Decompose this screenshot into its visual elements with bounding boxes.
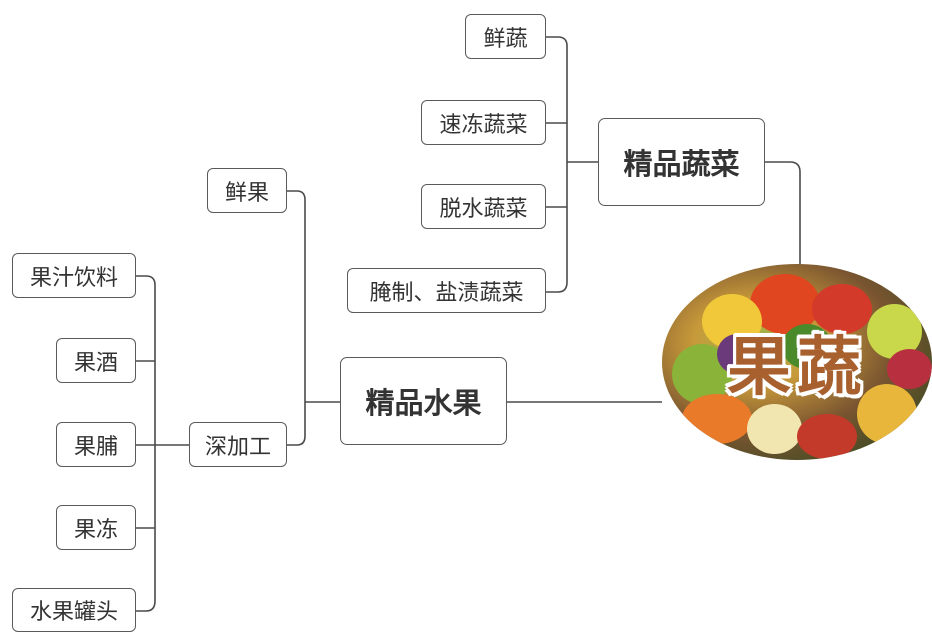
connector-vegetables-spine — [546, 36, 568, 293]
fruits-item-fresh[interactable]: 鲜果 — [207, 168, 287, 213]
connector-processing-spine — [136, 275, 156, 612]
processing-item-wine[interactable]: 果酒 — [56, 338, 136, 383]
branch-vegetables[interactable]: 精品蔬菜 — [598, 118, 765, 206]
processing-item-jelly[interactable]: 果冻 — [56, 505, 136, 550]
fruits-item-processing[interactable]: 深加工 — [189, 422, 287, 467]
vegetables-item-fresh[interactable]: 鲜蔬 — [465, 14, 546, 59]
center-topic[interactable]: 果蔬 — [662, 264, 932, 460]
connector-fruits-spine — [287, 190, 306, 446]
processing-item-juice[interactable]: 果汁饮料 — [12, 253, 136, 298]
processing-item-preserved[interactable]: 果脯 — [56, 422, 136, 467]
vegetables-item-dehydrated[interactable]: 脱水蔬菜 — [421, 184, 546, 229]
vegetables-item-frozen[interactable]: 速冻蔬菜 — [421, 100, 546, 145]
center-topic-label: 果蔬 — [727, 331, 867, 405]
vegetables-item-pickled[interactable]: 腌制、盐渍蔬菜 — [347, 268, 546, 313]
branch-fruits[interactable]: 精品水果 — [340, 357, 507, 445]
connector-center-vegetables — [765, 161, 801, 268]
processing-item-canned[interactable]: 水果罐头 — [12, 588, 136, 632]
